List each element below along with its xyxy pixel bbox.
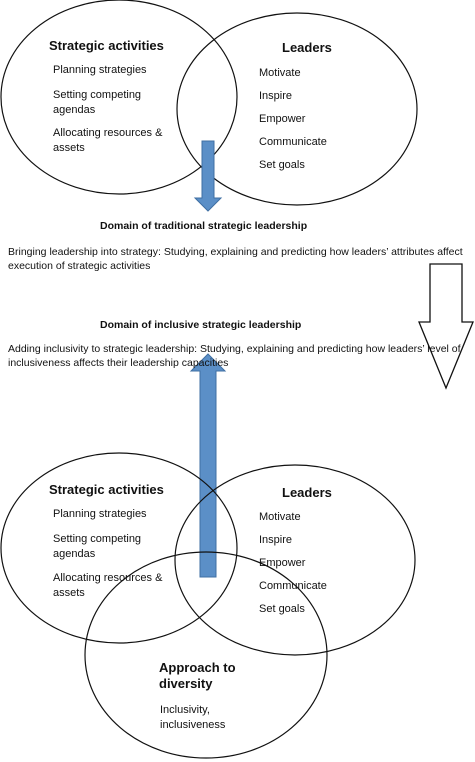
bottom-strategic-circle [0,452,238,644]
inclusive-domain-text: Adding inclusivity to strategic leadersh… [8,343,461,369]
top-strategic-item: Setting competing agendas [53,89,142,116]
diversity-title: Approach to diversity [159,660,236,691]
large-down-arrow [418,263,474,390]
top-strategic-item: Allocating resources & assets [53,127,163,154]
top-down-arrow [193,140,223,212]
top-leaders-item: Motivate [259,67,301,79]
bottom-strategic-item: Allocating resources & assets [53,572,163,599]
top-leaders-item: Inspire [259,90,293,102]
inclusive-domain-title: Domain of inclusive strategic leadership [100,319,302,331]
traditional-domain-text: Bringing leadership into strategy: Study… [8,246,463,272]
diversity-item: Inclusivity, inclusiveness [160,704,226,731]
bottom-diversity-circle [84,551,328,759]
bottom-strategic-item: Planning strategies [53,508,147,520]
bottom-leaders-circle [174,464,416,656]
traditional-domain-title: Domain of traditional strategic leadersh… [100,220,308,232]
top-leaders-title: Leaders [282,40,332,55]
top-leaders-circle [176,12,418,206]
bottom-leaders-item: Inspire [259,534,293,546]
top-strategic-circle [0,0,238,195]
bottom-strategic-title: Strategic activities [49,482,164,497]
bottom-leaders-item: Communicate [259,580,327,592]
top-strategic-item: Planning strategies [53,64,147,76]
top-leaders-item: Communicate [259,136,327,148]
bottom-leaders-item: Motivate [259,511,301,523]
bottom-leaders-item: Set goals [259,603,305,615]
bottom-leaders-title: Leaders [282,485,332,500]
bottom-up-arrow [189,353,227,578]
top-strategic-title: Strategic activities [49,38,164,53]
bottom-strategic-item: Setting competing agendas [53,533,142,560]
top-leaders-item: Set goals [259,159,305,171]
bottom-leaders-item: Empower [259,557,306,569]
top-leaders-item: Empower [259,113,306,125]
